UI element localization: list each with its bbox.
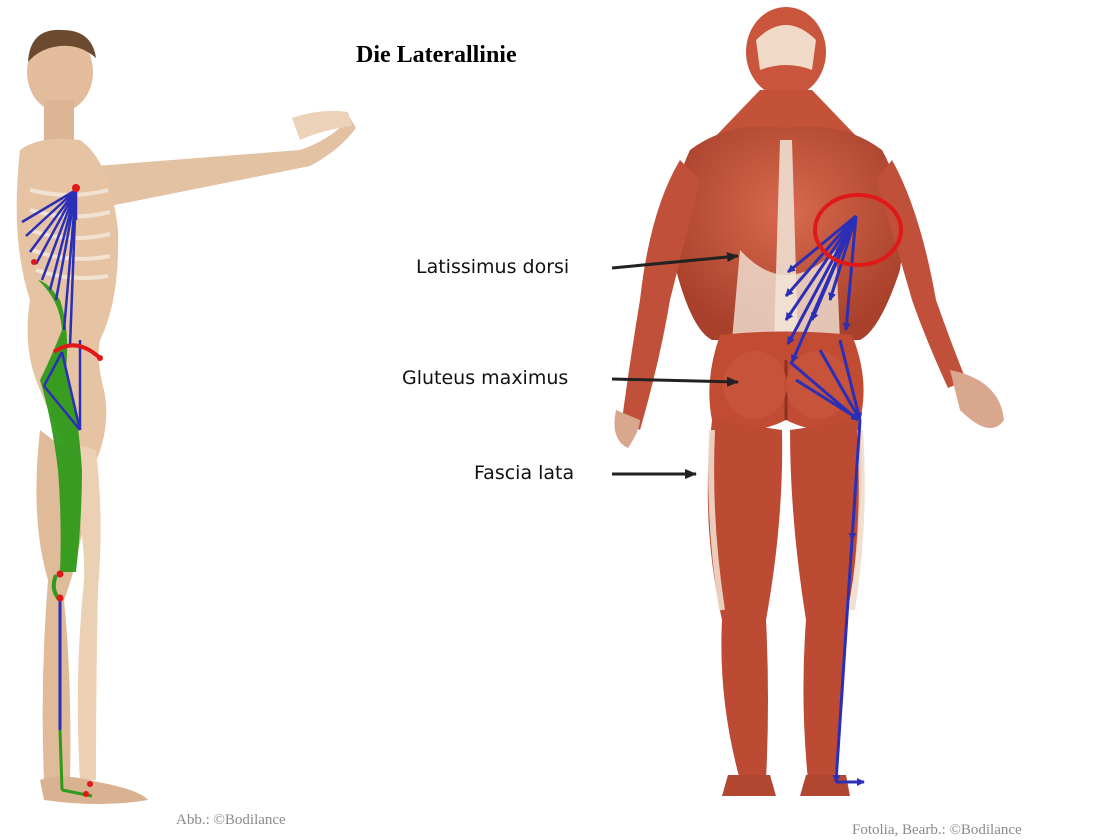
label-latissimus-dorsi: Latissimus dorsi [416, 256, 569, 278]
credit-right: Fotolia, Bearb.: ©Bodilance [852, 822, 1022, 839]
credit-left: Abb.: ©Bodilance [176, 812, 286, 829]
side-view-figure [17, 30, 356, 804]
label-fascia-lata: Fascia lata [474, 462, 574, 484]
posterior-muscle-figure [612, 7, 1004, 796]
label-gluteus-maximus: Gluteus maximus [402, 367, 568, 389]
diagram-title: Die Laterallinie [356, 42, 517, 69]
